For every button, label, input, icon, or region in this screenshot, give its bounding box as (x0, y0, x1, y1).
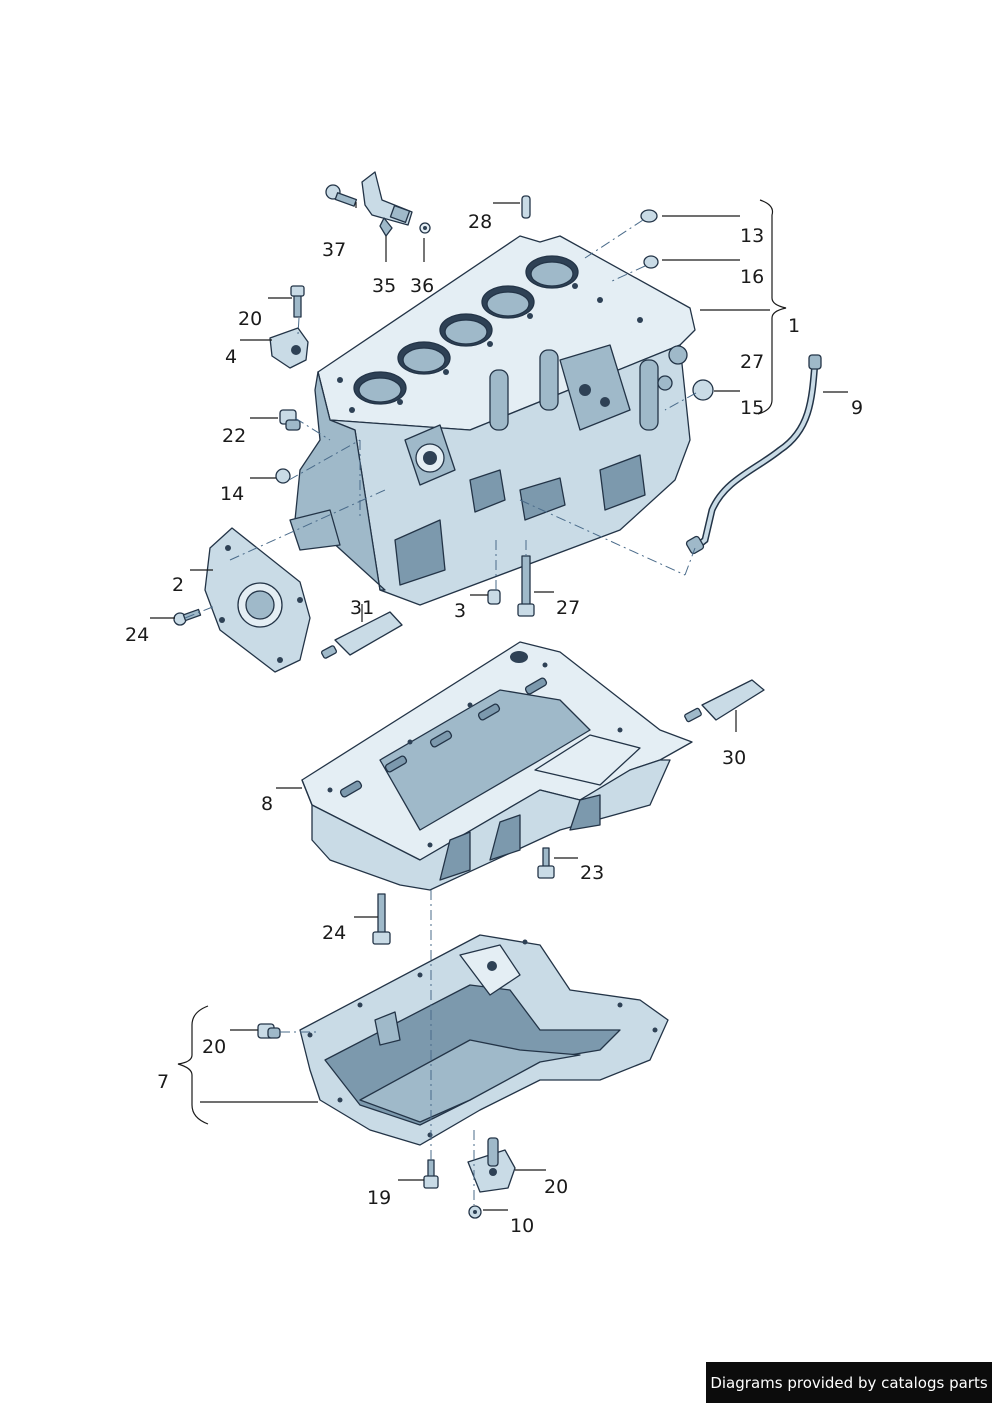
callout-3: 3 (454, 600, 466, 622)
plug-3 (487, 589, 501, 605)
callout-labels: 28 13 16 1 27 15 9 37 35 36 20 4 22 14 2… (125, 211, 863, 1237)
callout-7: 7 (157, 1071, 169, 1093)
dowel-pin (521, 195, 531, 219)
callout-20-top: 22 (222, 425, 246, 447)
upper-oil-pan (301, 641, 693, 891)
footer-credit: Diagrams provided by catalogs parts (706, 1362, 992, 1403)
callout-23: 23 (580, 862, 604, 884)
callout-22: 24 (125, 624, 149, 646)
plug-12-top (640, 209, 658, 223)
callout-20-lower: 20 (202, 1036, 226, 1058)
callout-24: 24 (322, 922, 346, 944)
callout-27-top: 27 (740, 351, 764, 373)
callout-35: 35 (372, 275, 396, 297)
callout-27-bolt: 27 (556, 597, 580, 619)
callout-14: 16 (740, 266, 764, 288)
assembly-lines (184, 219, 697, 1205)
bolt-23 (537, 847, 555, 879)
callout-28: 28 (468, 211, 492, 233)
plug-13 (692, 379, 714, 401)
sealant-tube-31 (320, 611, 403, 659)
callout-30: 30 (722, 747, 746, 769)
callout-10: 10 (510, 1215, 534, 1237)
bolt-15 (423, 1159, 439, 1189)
callout-1: 1 (788, 315, 800, 337)
callout-9: 9 (851, 397, 863, 419)
callout-36: 36 (410, 275, 434, 297)
callout-15: 19 (367, 1187, 391, 1209)
lower-oil-pan (299, 934, 669, 1146)
callout-2: 2 (172, 574, 184, 596)
sensor-assembly (325, 171, 431, 237)
callout-13: 15 (740, 397, 764, 419)
seal-flange (204, 527, 311, 673)
callout-12-left: 14 (220, 483, 244, 505)
callout-37: 37 (322, 239, 346, 261)
plug-12-left (275, 468, 291, 484)
sealant-tube-30 (684, 679, 765, 723)
bolt-24 (372, 893, 391, 945)
callout-8: 8 (261, 793, 273, 815)
leader-lines (150, 199, 848, 1211)
callout-4: 4 (225, 346, 237, 368)
engine-block (289, 235, 696, 606)
callout-19: 20 (544, 1176, 568, 1198)
drain-plug-20-top (279, 409, 301, 431)
oil-level-sensor (467, 1137, 516, 1193)
callout-31: 31 (350, 597, 374, 619)
callout-12-top: 13 (740, 225, 764, 247)
drain-plug-20-lower (257, 1023, 281, 1039)
bracket-4 (269, 285, 309, 369)
callout-16: 20 (238, 308, 262, 330)
dipstick-tube (685, 354, 822, 555)
plug-14 (643, 255, 659, 269)
